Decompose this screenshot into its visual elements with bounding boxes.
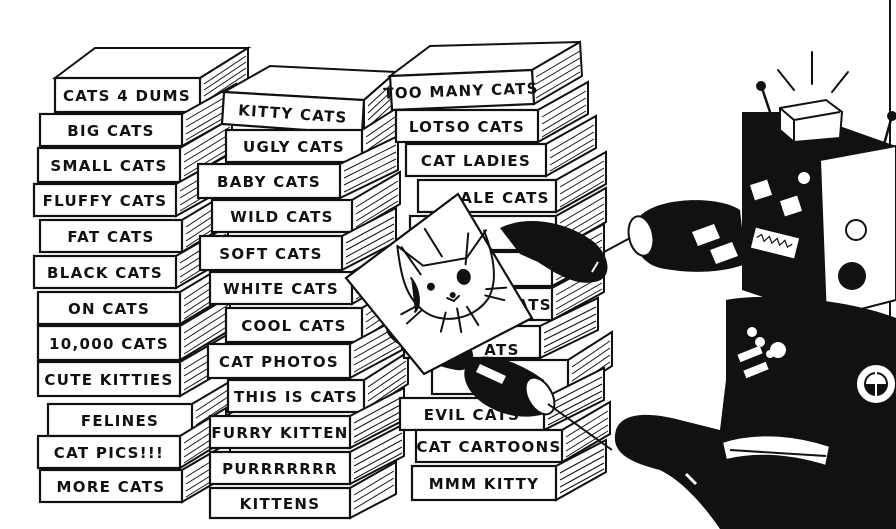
book: MMM KITTY <box>410 438 607 502</box>
book-title: CUTE KITTIES <box>44 371 173 389</box>
book-title: 10,000 CATS <box>49 335 169 353</box>
book: MORE CATS <box>38 440 231 504</box>
book-title: THIS IS CATS <box>234 388 358 406</box>
book-title: COOL CATS <box>241 317 346 335</box>
book: CAT LADIES <box>404 114 597 178</box>
book-title: FAT CATS <box>67 228 154 246</box>
book: FAT CATS <box>38 188 233 254</box>
book: LOTSO CATS <box>394 80 589 144</box>
book-title: UGLY CATS <box>243 138 345 156</box>
robot-head-icon <box>742 98 896 320</box>
book: BIG CATS <box>38 82 237 148</box>
book-title: KITTENS <box>240 495 321 513</box>
cat-drawing <box>344 192 534 376</box>
book: SOFT CATS <box>198 206 397 272</box>
book-title: WHITE CATS <box>223 280 339 298</box>
book: BABY CATS <box>196 134 399 200</box>
book-title: ALE CATS <box>460 189 550 207</box>
book-title: CAT PHOTOS <box>219 353 339 371</box>
book-title: BABY CATS <box>217 173 321 191</box>
book: KITTY CATS <box>220 64 399 137</box>
book-title: CATS 4 DUMS <box>63 87 191 105</box>
book-title: SMALL CATS <box>50 157 167 175</box>
book-title: PURRRRRRR <box>222 460 338 478</box>
cat-face-icon <box>396 227 508 334</box>
book: WILD CATS <box>210 170 401 234</box>
book: ON CATS <box>36 260 231 326</box>
book-title: CAT CARTOONS <box>416 438 561 456</box>
book: FURRY KITTEN <box>208 386 405 450</box>
book: SMALL CATS <box>36 116 233 184</box>
book-title: ATS <box>484 341 519 359</box>
book-title: CAT PICS!!! <box>54 444 164 462</box>
book-title: MORE CATS <box>57 478 166 496</box>
middle-book-stack: KITTY CATS UGLY CATS BABY CATS WILD CATS <box>196 64 409 520</box>
book: CATS 4 DUMS <box>52 46 252 114</box>
book: THIS IS CATS <box>226 350 409 414</box>
robot-hand <box>500 220 608 283</box>
book-title: WILD CATS <box>230 208 334 226</box>
book-title: CAT LADIES <box>421 152 531 170</box>
book-title: SOFT CATS <box>219 245 322 263</box>
book: TOO MANY CATS <box>383 40 584 112</box>
book: KITTENS <box>208 460 397 520</box>
book: 10,000 CATS <box>36 294 231 362</box>
book-title: FURRY KITTEN <box>211 424 348 442</box>
robot-lower-arm <box>464 356 613 451</box>
light-rays <box>777 51 849 93</box>
book-title: BLACK CATS <box>47 264 163 282</box>
book: PURRRRRRR <box>208 422 405 486</box>
book: FELINES <box>46 376 237 438</box>
book-title: LOTSO CATS <box>409 118 525 136</box>
book-title: FLUFFY CATS <box>43 192 168 210</box>
book-title: EVIL CATS <box>424 406 520 424</box>
book-title: FELINES <box>81 412 159 430</box>
book-title: ON CATS <box>68 300 150 318</box>
robot-upper-arm <box>603 200 746 272</box>
robot <box>385 0 896 529</box>
book-title: TOO MANY CATS <box>383 79 539 102</box>
book-title: MMM KITTY <box>429 475 540 493</box>
book-title: BIG CATS <box>67 122 154 140</box>
